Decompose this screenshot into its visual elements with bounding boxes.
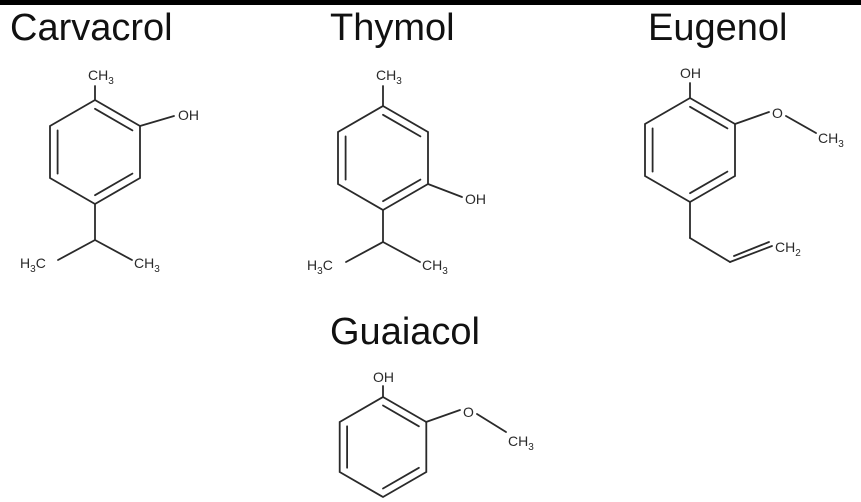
label-subscript: 3 bbox=[442, 266, 448, 277]
thymol-structure: Thymol CH3 OH H3C CH3 bbox=[307, 7, 486, 277]
eugenol-methylene-label: CH2 bbox=[775, 239, 801, 259]
thymol-isopropyl-right-label: CH3 bbox=[422, 257, 448, 277]
thymol-benzene-ring bbox=[337, 104, 429, 212]
guaiacol-ether-bond bbox=[425, 409, 461, 423]
carvacrol-ring-double-bond bbox=[94, 172, 134, 197]
label-part: CH bbox=[134, 255, 154, 271]
label-part: CH bbox=[422, 257, 442, 273]
thymol-ring-outline bbox=[337, 104, 429, 212]
carvacrol-isopropyl-right-label: CH3 bbox=[134, 255, 160, 275]
label-part: CH bbox=[508, 433, 528, 449]
label-part: H bbox=[307, 257, 317, 273]
carvacrol-isopropyl-left-bond bbox=[57, 239, 96, 261]
thymol-ring-double-bond bbox=[382, 113, 422, 138]
carvacrol-ring-double-bond bbox=[94, 107, 134, 132]
label-subscript: 3 bbox=[30, 264, 36, 275]
eugenol-ether-oxygen-label: O bbox=[772, 105, 783, 121]
label-subscript: 3 bbox=[317, 266, 323, 277]
thymol-methyl-label: CH3 bbox=[376, 67, 402, 87]
label-part: H bbox=[20, 255, 30, 271]
carvacrol-title: Carvacrol bbox=[10, 7, 173, 49]
thymol-isopropyl-left-label: H3C bbox=[307, 257, 333, 277]
carvacrol-hydroxyl-label: OH bbox=[178, 107, 199, 123]
top-frame-bar bbox=[0, 0, 861, 5]
eugenol-ether-bond bbox=[734, 111, 770, 125]
label-part: CH bbox=[376, 67, 396, 83]
thymol-hydroxyl-label: OH bbox=[465, 191, 486, 207]
eugenol-methoxy-bond bbox=[785, 115, 817, 134]
label-part: CH bbox=[818, 130, 838, 146]
label-subscript: 3 bbox=[396, 76, 402, 87]
label-subscript: 3 bbox=[528, 442, 534, 453]
eugenol-structure: Eugenol OH O CH3 CH2 bbox=[644, 7, 844, 263]
guaiacol-methoxy-bond bbox=[476, 413, 507, 433]
label-subscript: 3 bbox=[838, 139, 844, 150]
label-subscript: 3 bbox=[154, 264, 160, 275]
eugenol-benzene-ring bbox=[644, 96, 736, 204]
eugenol-ring-double-bond bbox=[689, 105, 729, 130]
label-subscript: 3 bbox=[108, 76, 114, 87]
label-part: C bbox=[323, 257, 333, 273]
eugenol-title: Eugenol bbox=[648, 7, 787, 49]
guaiacol-structure: Guaiacol OH O CH3 bbox=[330, 311, 534, 499]
carvacrol-structure: Carvacrol CH3 OH H3C CH3 bbox=[10, 7, 199, 275]
eugenol-ring-outline bbox=[644, 96, 736, 204]
carvacrol-isopropyl-right-bond bbox=[94, 239, 133, 261]
thymol-hydroxyl-bond bbox=[427, 183, 463, 198]
guaiacol-hydroxyl-label: OH bbox=[373, 369, 394, 385]
thymol-ring-double-bond bbox=[382, 178, 422, 203]
carvacrol-methyl-label: CH3 bbox=[88, 67, 114, 87]
label-part: CH bbox=[88, 67, 108, 83]
carvacrol-isopropyl-left-label: H3C bbox=[20, 255, 46, 275]
eugenol-allyl-double-bond bbox=[729, 245, 773, 263]
guaiacol-ring-outline bbox=[338, 395, 428, 499]
thymol-isopropyl-left-bond bbox=[345, 241, 384, 263]
eugenol-ring-double-bond bbox=[689, 170, 729, 195]
guaiacol-ring-double-bond bbox=[382, 466, 420, 490]
carvacrol-hydroxyl-bond bbox=[139, 115, 175, 127]
eugenol-methyl-label: CH3 bbox=[818, 130, 844, 150]
guaiacol-ring-double-bond bbox=[382, 404, 420, 428]
eugenol-hydroxyl-label: OH bbox=[680, 65, 701, 81]
carvacrol-ring-outline bbox=[49, 98, 141, 206]
eugenol-allyl-double-bond-inner bbox=[733, 241, 770, 257]
guaiacol-methyl-label: CH3 bbox=[508, 433, 534, 453]
label-part: CH bbox=[775, 239, 795, 255]
eugenol-allyl-single-bond bbox=[689, 237, 731, 263]
label-part: C bbox=[36, 255, 46, 271]
thymol-title: Thymol bbox=[330, 7, 455, 49]
guaiacol-ether-oxygen-label: O bbox=[463, 404, 474, 420]
label-subscript: 2 bbox=[795, 248, 801, 259]
carvacrol-benzene-ring bbox=[49, 98, 141, 206]
thymol-isopropyl-right-bond bbox=[382, 241, 421, 263]
guaiacol-benzene-ring bbox=[338, 395, 428, 499]
guaiacol-title: Guaiacol bbox=[330, 311, 480, 353]
